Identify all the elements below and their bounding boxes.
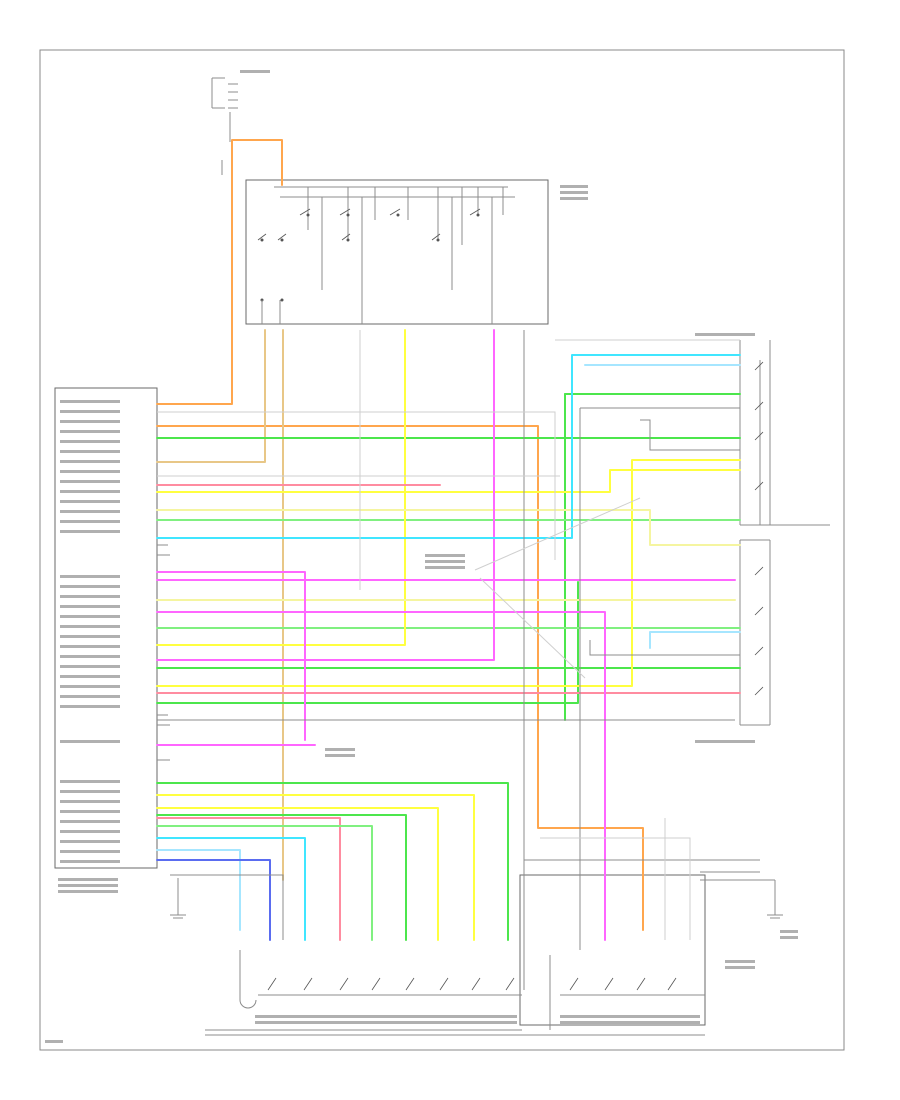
wire-magenta bbox=[156, 571, 306, 741]
wire-magenta bbox=[156, 329, 495, 661]
left-outside-mirror-switch-box bbox=[739, 340, 830, 726]
label-marks bbox=[45, 70, 798, 1043]
ground-symbols bbox=[170, 878, 783, 919]
wire-green bbox=[156, 782, 509, 941]
wire-yellow bbox=[156, 329, 406, 646]
wire-blue bbox=[156, 859, 271, 941]
wire-ltyellow bbox=[156, 509, 741, 546]
wire-orange bbox=[156, 139, 283, 405]
wires bbox=[156, 139, 775, 990]
wire-yellow bbox=[156, 469, 741, 493]
power-seat-switch-box bbox=[245, 179, 549, 325]
wire-tan bbox=[156, 329, 266, 463]
wire-magenta bbox=[156, 611, 606, 941]
wire-green bbox=[156, 581, 579, 704]
wire-ltblue bbox=[649, 631, 741, 649]
wire-yellow bbox=[156, 807, 439, 941]
wire-ltgreen bbox=[156, 825, 373, 941]
wire-green bbox=[156, 814, 407, 941]
wire-ltblue bbox=[156, 849, 241, 931]
hot-at-all-times-fuse bbox=[211, 77, 238, 175]
diagram-frame bbox=[39, 49, 845, 1051]
bottom-seat-switch-box bbox=[205, 872, 706, 1036]
wire-yellow bbox=[156, 459, 741, 687]
wire-yellow bbox=[156, 794, 475, 941]
wire-cyan bbox=[156, 837, 306, 941]
wire-orange bbox=[156, 425, 644, 931]
wire-pink bbox=[156, 817, 341, 941]
wire-cyan bbox=[156, 354, 741, 539]
